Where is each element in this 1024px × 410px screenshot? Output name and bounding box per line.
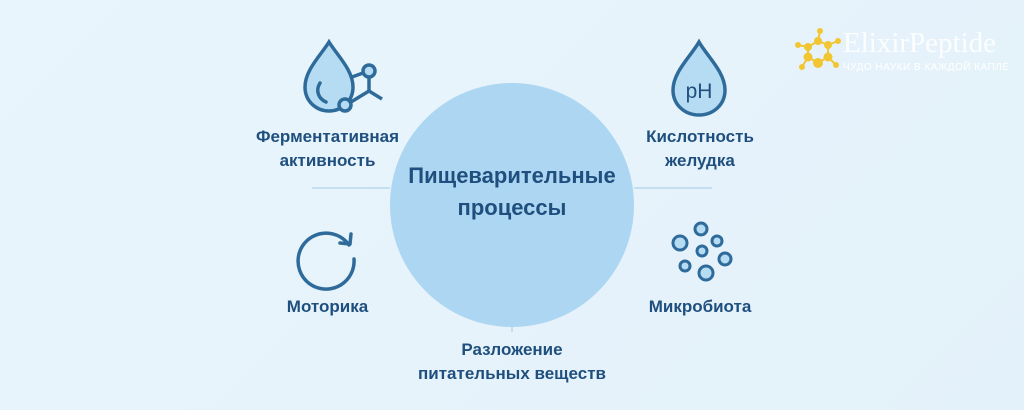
center-label: Пищеварительные процессы	[390, 160, 634, 224]
drop-molecule-icon	[303, 38, 383, 113]
connector-left	[312, 187, 390, 189]
bubbles-icon	[671, 221, 733, 282]
node-breakdown-line1: Разложение	[461, 340, 563, 359]
node-acidity-line2: желудка	[665, 151, 735, 170]
node-enzymatic-line1: Ферментативная	[255, 127, 400, 146]
center-label-line2: процессы	[457, 195, 567, 220]
node-enzymatic: Ферментативная активность	[240, 125, 415, 173]
node-acidity: Кислотность желудка	[620, 125, 780, 173]
logo-tagline: ЧУДО НАУКИ В КАЖДОЙ КАПЛЕ	[843, 62, 1010, 73]
node-breakdown: Разложение питательных веществ	[392, 338, 632, 386]
center-circle	[390, 83, 634, 327]
ph-text: pH	[686, 80, 713, 103]
node-microbiota: Микробиота	[625, 295, 775, 319]
connector-right	[634, 187, 712, 189]
node-enzymatic-line2: активность	[279, 151, 376, 170]
center-label-line1: Пищеварительные	[408, 163, 616, 188]
logo-title: ElixirPeptide	[843, 27, 997, 59]
node-motility-line1: Моторика	[286, 297, 369, 316]
node-breakdown-line2: питательных веществ	[418, 364, 606, 383]
node-acidity-line1: Кислотность	[646, 127, 754, 146]
logo-molecule-icon	[795, 28, 841, 70]
ph-drop-icon: pH	[671, 38, 727, 117]
cycle-arrow-icon	[296, 231, 356, 291]
node-motility: Моторика	[260, 295, 395, 319]
node-microbiota-line1: Микробиота	[648, 297, 752, 316]
